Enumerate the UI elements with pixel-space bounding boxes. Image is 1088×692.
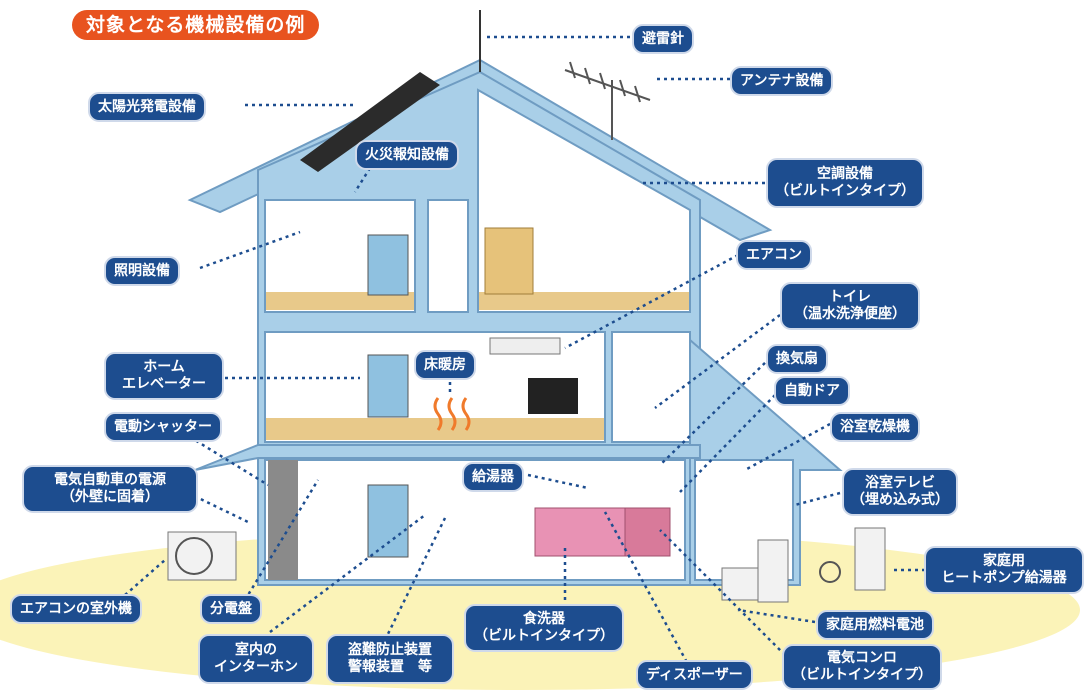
floor-middle <box>266 418 604 440</box>
label-electric-stove-line1: 電気コンロ <box>827 650 897 666</box>
label-aircon-builtin: 空調設備（ビルトインタイプ） <box>766 158 924 208</box>
room-upper-closet <box>427 199 469 313</box>
label-heat-pump-line2: ヒートポンプ給湯器 <box>941 570 1067 586</box>
label-electric-shutter: 電動シャッター <box>104 412 222 442</box>
heat-pump-fan <box>819 561 841 583</box>
label-home-elevator-line1: ホーム <box>143 359 185 375</box>
heat-pump-tank <box>757 539 789 603</box>
label-toilet-line1: トイレ <box>829 289 871 305</box>
label-dishwasher-line1: 食洗器 <box>523 611 565 627</box>
label-aircon-builtin-line1: 空調設備 <box>817 166 873 182</box>
lower-eave <box>194 444 701 471</box>
antenna <box>564 61 651 140</box>
label-toilet: トイレ（温水洗浄便座） <box>780 282 920 330</box>
wardrobe <box>484 227 534 295</box>
label-dishwasher-line2: （ビルトインタイプ） <box>474 628 614 644</box>
label-heat-pump-line1: 家庭用 <box>983 553 1025 569</box>
outdoor-fan <box>175 537 213 575</box>
floor-upper-left <box>266 292 414 310</box>
aircon-unit <box>489 337 561 355</box>
label-bath-tv-line2: （埋め込み式） <box>851 492 949 508</box>
label-ev-power-line2: （外壁に固着） <box>61 489 159 505</box>
label-electric-stove: 電気コンロ（ビルトインタイプ） <box>782 644 942 690</box>
label-bath-dryer: 浴室乾燥機 <box>830 412 920 442</box>
label-auto-door: 自動ドア <box>774 376 850 406</box>
label-solar: 太陽光発電設備 <box>88 92 206 122</box>
elevator-ground <box>367 484 409 558</box>
pointer-lines <box>124 35 925 669</box>
label-lighting: 照明設備 <box>104 256 180 286</box>
label-aircon: エアコン <box>736 240 812 270</box>
label-heat-pump: 家庭用ヒートポンプ給湯器 <box>924 546 1084 594</box>
label-antenna: アンテナ設備 <box>730 66 834 96</box>
tv <box>528 378 578 414</box>
label-security-line2: 警報装置 等 <box>348 659 432 675</box>
label-home-elevator-line2: エレベーター <box>122 376 206 392</box>
label-fuel-cell: 家庭用燃料電池 <box>816 610 934 640</box>
label-security: 盗難防止装置警報装置 等 <box>326 634 454 684</box>
label-ventilation-fan: 換気扇 <box>766 344 828 374</box>
fuel-cell-unit <box>721 567 759 601</box>
label-intercom-line1: 室内の <box>235 642 277 658</box>
elevator-middle <box>367 354 409 418</box>
label-aircon-builtin-line2: （ビルトインタイプ） <box>775 183 915 199</box>
label-disposer: ディスポーザー <box>636 660 753 690</box>
label-ev-power: 電気自動車の電源（外壁に固着） <box>22 465 198 513</box>
label-intercom: 室内のインターホン <box>198 634 314 684</box>
stove <box>624 507 671 557</box>
label-bath-tv-line1: 浴室テレビ <box>865 475 935 491</box>
label-bath-tv: 浴室テレビ（埋め込み式） <box>842 468 958 516</box>
label-lightning-rod: 避雷針 <box>632 24 694 54</box>
label-fire-alarm: 火災報知設備 <box>355 140 459 170</box>
floor-heating-waves <box>433 397 471 431</box>
label-intercom-line2: インターホン <box>214 659 298 675</box>
label-water-heater: 給湯器 <box>462 462 524 492</box>
room-toilet <box>611 331 691 443</box>
label-floor-heating: 床暖房 <box>414 350 476 380</box>
label-toilet-line2: （温水洗浄便座） <box>794 306 906 322</box>
diagram-title: 対象となる機械設備の例 <box>72 10 320 40</box>
heat-pump-unit <box>854 527 886 591</box>
label-outdoor-unit: エアコンの室外機 <box>10 594 142 624</box>
elevator-upper <box>367 234 409 296</box>
label-security-line1: 盗難防止装置 <box>348 642 432 658</box>
label-distribution-board: 分電盤 <box>200 594 262 624</box>
label-electric-stove-line2: （ビルトインタイプ） <box>792 667 932 683</box>
label-home-elevator: ホームエレベーター <box>104 352 224 400</box>
floor-upper-right <box>479 292 689 310</box>
label-ev-power-line1: 電気自動車の電源 <box>54 472 166 488</box>
label-dishwasher: 食洗器（ビルトインタイプ） <box>464 604 624 652</box>
kitchen-counter <box>534 507 626 557</box>
solar-panels <box>300 72 440 172</box>
